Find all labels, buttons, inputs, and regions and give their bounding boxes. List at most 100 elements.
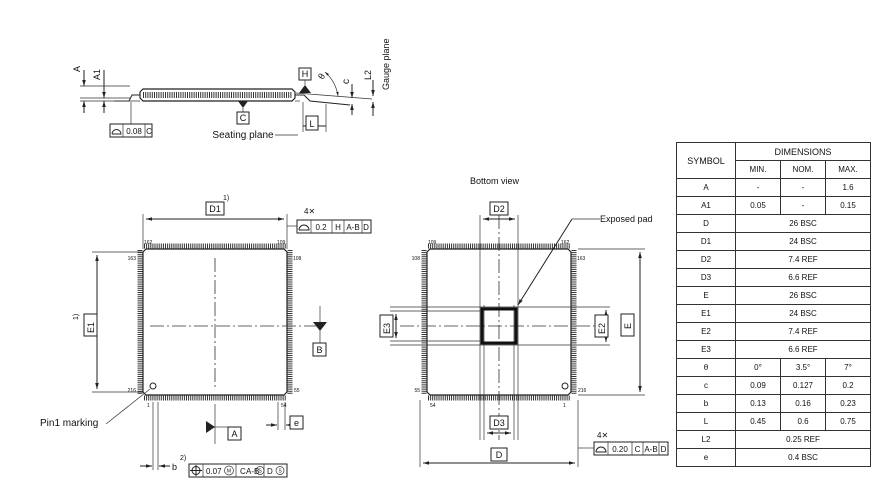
svg-text:109: 109 bbox=[428, 240, 437, 246]
max-cell: 0.23 bbox=[825, 394, 871, 413]
max-cell: 0.75 bbox=[825, 412, 871, 431]
datum-C-triangle bbox=[238, 101, 248, 108]
dim-D3: D3 bbox=[493, 418, 505, 428]
dim-A: A bbox=[72, 66, 82, 72]
dim-E3: E3 bbox=[382, 323, 392, 334]
svg-text:D: D bbox=[661, 445, 667, 454]
svg-text:C: C bbox=[240, 467, 246, 476]
symbol-cell: E bbox=[676, 286, 736, 305]
svg-text:162: 162 bbox=[561, 240, 570, 246]
table-row: A--1.6 bbox=[676, 178, 871, 197]
svg-text:A-B: A-B bbox=[644, 445, 657, 454]
symbol-cell: A1 bbox=[676, 196, 736, 215]
exposed-pad bbox=[480, 307, 518, 345]
symbol-cell: E2 bbox=[676, 322, 736, 341]
svg-text:D: D bbox=[267, 467, 273, 476]
svg-text:C: C bbox=[635, 445, 641, 454]
dim-E1-box bbox=[83, 313, 98, 337]
position-icon bbox=[190, 465, 202, 476]
pin1-dot bbox=[561, 382, 569, 390]
value-cell: 7.4 REF bbox=[735, 250, 871, 269]
rfs-modifier-icon bbox=[255, 466, 265, 475]
value-cell: 26 BSC bbox=[735, 214, 871, 233]
note-1b: 1) bbox=[73, 314, 80, 320]
dim-E1: E1 bbox=[86, 322, 96, 333]
pin-num: 162 bbox=[144, 240, 153, 246]
svg-text:0.2: 0.2 bbox=[315, 223, 327, 232]
dim-D1-box bbox=[205, 201, 225, 216]
dim-D2: D2 bbox=[493, 204, 505, 214]
min-cell: 0.05 bbox=[735, 196, 781, 215]
svg-text:1: 1 bbox=[563, 403, 566, 409]
datum-A: A bbox=[231, 429, 237, 439]
symbol-cell: A bbox=[676, 178, 736, 197]
datum-A-triangle bbox=[206, 421, 215, 433]
svg-text:H: H bbox=[335, 223, 341, 232]
pin1-dot bbox=[149, 382, 157, 390]
pin-num: 108 bbox=[293, 256, 302, 262]
value-cell: 24 BSC bbox=[735, 304, 871, 323]
pin-num: 1 bbox=[147, 403, 150, 409]
dim-D: D bbox=[496, 450, 503, 460]
value-cell: 0.4 BSC bbox=[735, 448, 871, 467]
symbol-cell: E3 bbox=[676, 340, 736, 359]
dim-E: E bbox=[623, 323, 633, 329]
rfs-modifier-icon bbox=[275, 466, 285, 475]
pin-num: 216 bbox=[128, 388, 137, 394]
dim-E3-box bbox=[379, 314, 394, 338]
profile-surface-icon bbox=[111, 129, 122, 135]
dim-E2-box bbox=[594, 314, 609, 338]
dim-D3-box bbox=[489, 415, 509, 430]
svg-text:55: 55 bbox=[414, 388, 420, 394]
value-cell: 26 BSC bbox=[735, 286, 871, 305]
svg-text:A-B: A-B bbox=[346, 223, 359, 232]
svg-text:D: D bbox=[363, 223, 369, 232]
dim-E-box bbox=[620, 313, 635, 337]
min-header: MIN. bbox=[735, 160, 781, 179]
svg-text:A-B: A-B bbox=[246, 467, 259, 476]
max-cell: 0.15 bbox=[825, 196, 871, 215]
value-cell: 6.6 REF bbox=[735, 268, 871, 287]
dim-L-box bbox=[305, 115, 319, 131]
value-cell: 6.6 REF bbox=[735, 340, 871, 359]
datum-B: B bbox=[316, 345, 322, 355]
symbol-cell: D2 bbox=[676, 250, 736, 269]
bottom-profile-frame bbox=[593, 441, 669, 456]
svg-text:S: S bbox=[258, 469, 262, 475]
note-2: 2) bbox=[180, 455, 186, 462]
symbol-cell: e bbox=[676, 448, 736, 467]
side-view: A A1 0.08 C C Seating plane H θ c L2 Ga bbox=[72, 38, 391, 141]
bottom-view-label: Bottom view bbox=[470, 176, 520, 186]
coplanarity-datum: C bbox=[146, 127, 152, 136]
svg-text:108: 108 bbox=[412, 256, 421, 262]
top-package-body bbox=[142, 248, 288, 396]
symbol-cell: E1 bbox=[676, 304, 736, 323]
svg-text:S: S bbox=[278, 469, 282, 475]
datum-B-triangle bbox=[313, 322, 327, 331]
datum-C: C bbox=[240, 113, 247, 123]
four-x-top: 4✕ bbox=[304, 207, 315, 216]
dim-b: b bbox=[172, 462, 177, 472]
pin-num: 163 bbox=[128, 256, 137, 262]
note-1: 1) bbox=[223, 195, 229, 202]
min-cell: 0° bbox=[735, 358, 781, 377]
pin-num: 55 bbox=[294, 388, 300, 394]
min-cell: 0.45 bbox=[735, 412, 781, 431]
theta-label: θ bbox=[316, 72, 327, 81]
dim-e: e bbox=[294, 418, 299, 428]
dim-e-box bbox=[289, 415, 304, 430]
max-cell: 0.2 bbox=[825, 376, 871, 395]
seating-plane-label: Seating plane bbox=[212, 130, 274, 141]
max-header: MAX. bbox=[825, 160, 871, 179]
profile-surface-icon bbox=[595, 446, 607, 453]
